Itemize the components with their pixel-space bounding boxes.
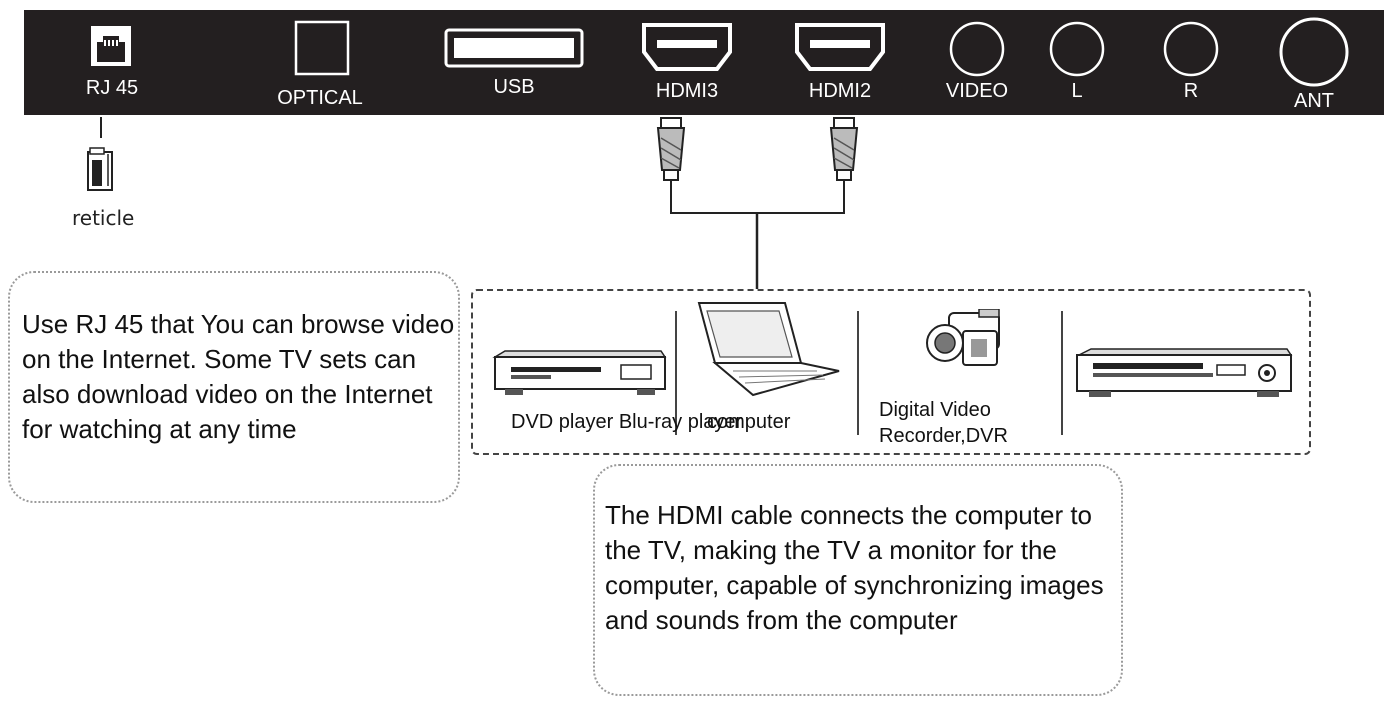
port-usb: USB (434, 10, 594, 115)
port-hdmi2: HDMI2 (784, 10, 904, 115)
hdmi-cable-line (670, 180, 845, 214)
hdmi-note: The HDMI cable connects the computer to … (593, 464, 1123, 696)
port-label: R (1183, 80, 1199, 102)
port-audio-left: L (1044, 10, 1134, 115)
port-rj45: RJ 45 (24, 10, 174, 115)
usb-port-icon (444, 28, 584, 68)
hdmi-plug-icon (829, 117, 859, 181)
port-label: VIDEO (945, 80, 1009, 102)
hdmi-plug-icon (656, 117, 686, 181)
port-antenna: ANT (1264, 10, 1374, 115)
device-group: DVD player Blu-ray player computer Digit… (471, 289, 1311, 455)
hdmi-port-icon (642, 23, 732, 71)
port-label: RJ 45 (85, 77, 139, 99)
rca-port-icon (1049, 21, 1105, 77)
port-label: USB (493, 76, 535, 98)
port-label: ANT (1294, 90, 1334, 112)
optical-port-icon (294, 20, 350, 76)
reticle-label: reticle (72, 206, 135, 230)
bluray-player-icon (1076, 348, 1293, 397)
rj45-note-text: Use RJ 45 that You can browse video on t… (22, 309, 455, 444)
device-divider (1061, 311, 1063, 435)
device-divider (857, 311, 859, 435)
hdmi-note-text: The HDMI cable connects the computer to … (605, 500, 1104, 635)
network-plug-icon (87, 147, 113, 191)
device-divider (675, 311, 677, 435)
rca-port-icon (949, 21, 1005, 77)
dvd-player-label: DVD player Blu-ray player (511, 411, 743, 433)
port-optical: OPTICAL (254, 10, 404, 115)
port-label: OPTICAL (277, 87, 363, 109)
port-label: L (1071, 80, 1083, 102)
port-label: HDMI2 (808, 80, 872, 102)
tv-back-panel: RJ 45 OPTICAL USB HDMI3 HDMI2 (24, 10, 1384, 115)
computer-label: computer (707, 411, 791, 433)
camcorder-icon (926, 309, 1000, 366)
port-video: VIDEO (934, 10, 1044, 115)
rca-port-icon (1163, 21, 1219, 77)
port-label: HDMI3 (655, 80, 719, 102)
rj45-note: Use RJ 45 that You can browse video on t… (8, 271, 460, 503)
port-audio-right: R (1154, 10, 1244, 115)
antenna-port-icon (1279, 17, 1349, 87)
port-hdmi3: HDMI3 (629, 10, 749, 115)
dvd-player-icon (492, 350, 667, 395)
rj45-port-icon (91, 26, 131, 66)
hdmi-port-icon (795, 23, 885, 71)
dvr-label: Digital Video Recorder,DVR (879, 399, 1008, 447)
laptop-icon (697, 302, 840, 397)
